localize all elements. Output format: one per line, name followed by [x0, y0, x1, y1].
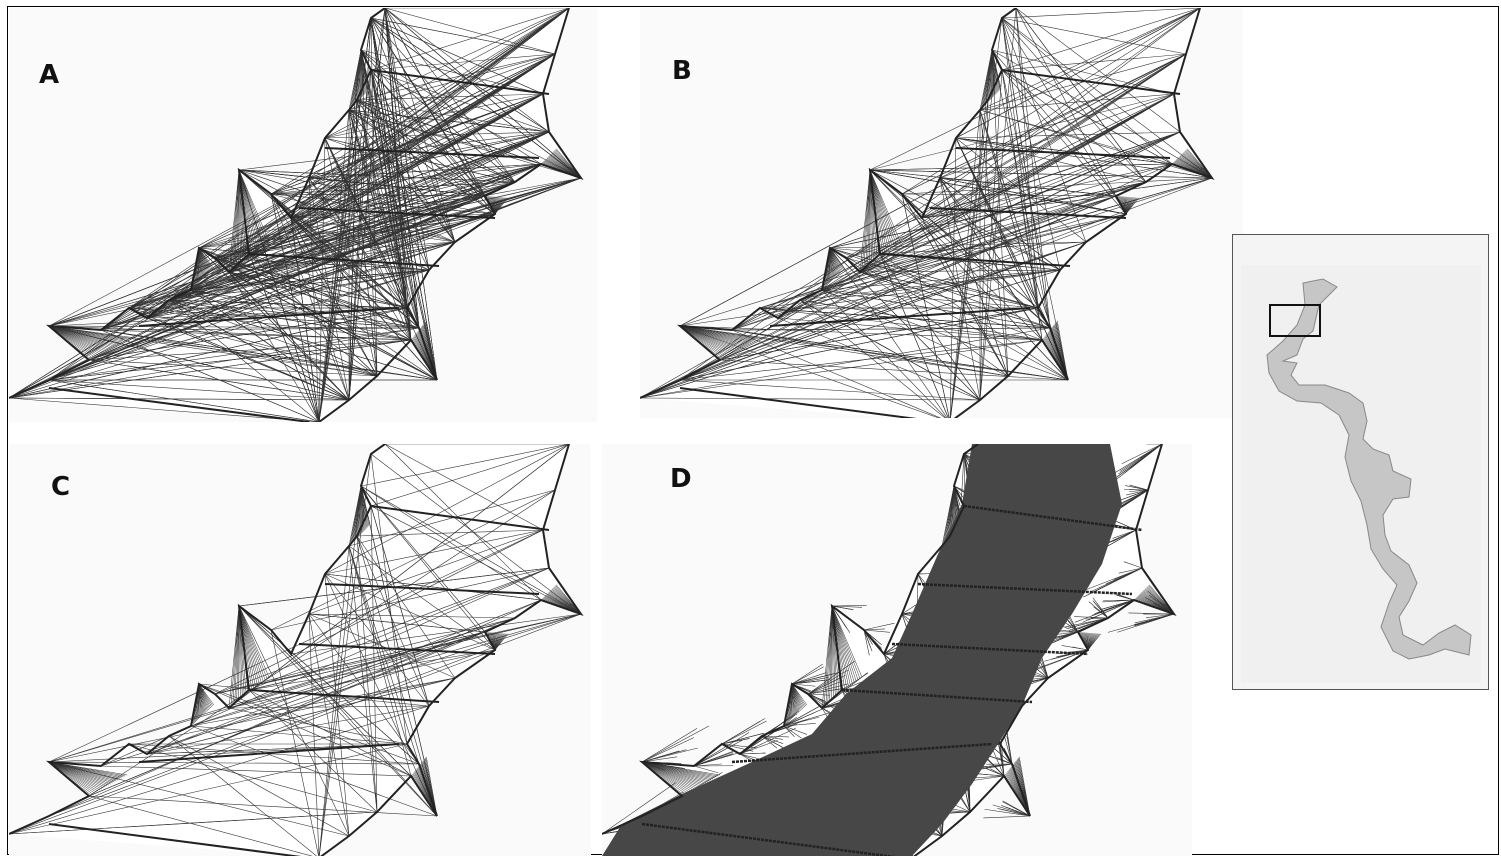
- panel-d-mesh: [602, 444, 1192, 856]
- panel-d-label: D: [670, 464, 692, 494]
- panel-a-mesh: [9, 8, 597, 422]
- panel-a-label: A: [39, 60, 59, 90]
- panel-c: C: [9, 444, 591, 856]
- panel-a: A: [9, 8, 597, 422]
- panel-b: B: [640, 8, 1243, 418]
- panel-c-label: C: [51, 472, 70, 502]
- panel-b-mesh: [640, 8, 1243, 418]
- panel-d: D: [602, 444, 1192, 856]
- overview-inset-map: [1232, 234, 1489, 690]
- panel-c-mesh: [9, 444, 591, 856]
- panel-b-label: B: [672, 56, 692, 86]
- inset-map-svg: [1233, 235, 1490, 691]
